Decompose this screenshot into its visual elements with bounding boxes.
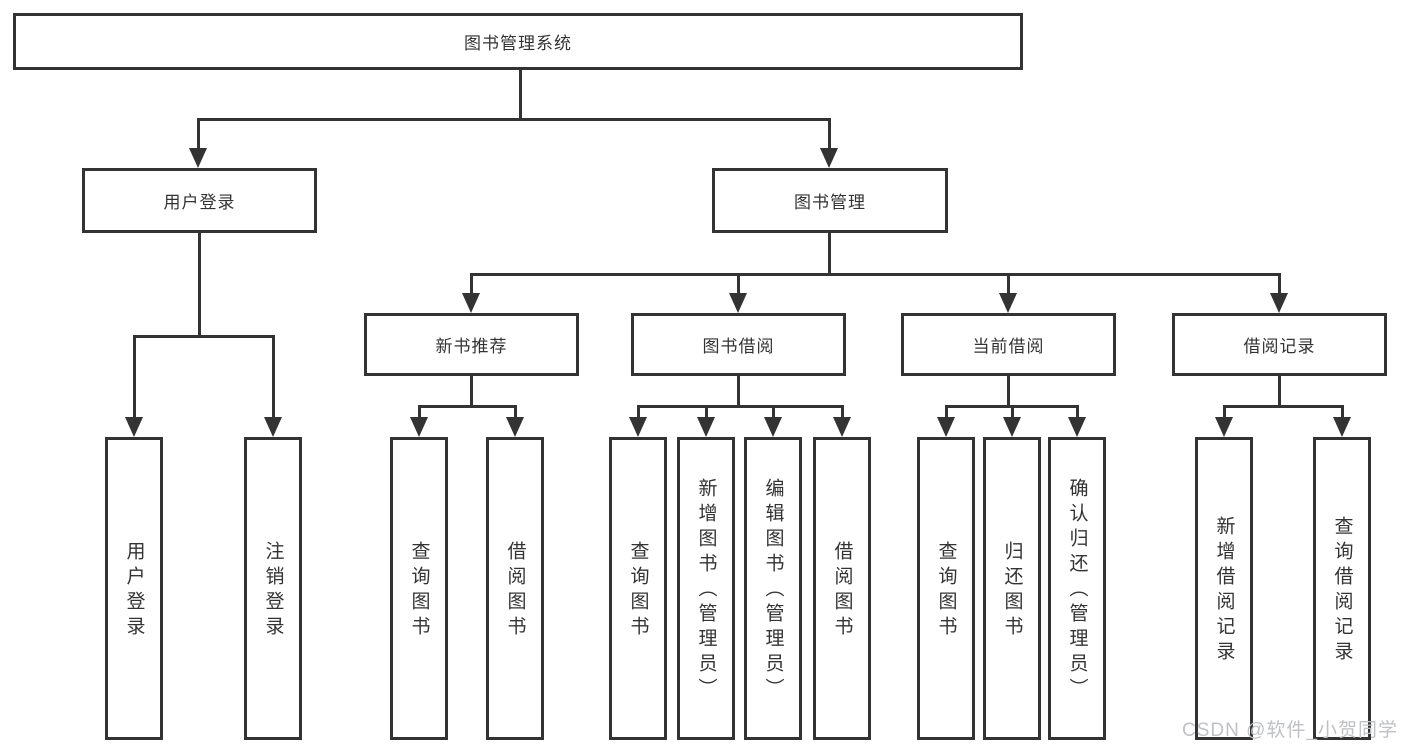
connector-user-login-branch-line bbox=[133, 335, 274, 338]
leaf-confirm-return-admin: 确认归还（管理员） bbox=[1048, 437, 1106, 740]
arrow-to-leaf-add-record bbox=[1215, 417, 1233, 437]
connector-stem-leaf-confirm-return bbox=[1076, 405, 1079, 419]
arrow-to-current-borrow bbox=[999, 293, 1017, 313]
arrow-to-book-borrow bbox=[729, 293, 747, 313]
connector-stem-new-book bbox=[470, 273, 473, 295]
leaf-logout: 注销登录 bbox=[244, 437, 302, 740]
arrow-to-logout-leaf bbox=[264, 417, 282, 437]
node-library-management-system: 图书管理系统 bbox=[13, 13, 1023, 70]
connector-book-borrow-drop-line bbox=[737, 376, 740, 405]
connector-book-borrow-branch-line bbox=[637, 405, 843, 408]
node-borrowing-records: 借阅记录 bbox=[1172, 313, 1387, 376]
connector-new-book-drop-line bbox=[470, 376, 473, 405]
arrow-to-leaf-query-books-3 bbox=[937, 417, 955, 437]
arrow-to-leaf-edit-books bbox=[764, 417, 782, 437]
connector-new-book-branch-line bbox=[418, 405, 516, 408]
leaf-edit-books-admin: 编辑图书（管理员） bbox=[744, 437, 802, 740]
connector-stem-leaf-query-books-2 bbox=[637, 405, 640, 419]
leaf-query-books-3: 查询图书 bbox=[917, 437, 975, 740]
leaf-add-books-admin: 新增图书（管理员） bbox=[677, 437, 735, 740]
connector-stem-leaf-add-record bbox=[1223, 405, 1226, 419]
connector-stem-current-borrow bbox=[1007, 273, 1010, 295]
arrow-to-book-management bbox=[820, 148, 838, 168]
arrow-to-leaf-borrow-books-1 bbox=[506, 417, 524, 437]
arrow-to-leaf-query-books-1 bbox=[410, 417, 428, 437]
connector-book-management-branch-line bbox=[470, 273, 1280, 276]
connector-stem-logout-leaf bbox=[272, 335, 275, 419]
node-book-borrowing: 图书借阅 bbox=[631, 313, 846, 376]
connector-stem-book-management bbox=[828, 118, 831, 150]
connector-stem-book-borrow bbox=[737, 273, 740, 295]
csdn-watermark: CSDN @软件_小贺同学 bbox=[1182, 720, 1398, 741]
connector-user-login-drop-line bbox=[198, 233, 201, 335]
connector-stem-borrow-records bbox=[1278, 273, 1281, 295]
arrow-to-leaf-confirm-return bbox=[1068, 417, 1086, 437]
connector-borrow-records-drop-line bbox=[1278, 376, 1281, 405]
connector-book-management-drop-line bbox=[828, 233, 831, 273]
arrow-to-leaf-borrow-books-2 bbox=[833, 417, 851, 437]
node-user-login-branch: 用户登录 bbox=[82, 168, 317, 233]
connector-stem-leaf-edit-books bbox=[772, 405, 775, 419]
connector-stem-leaf-query-record bbox=[1341, 405, 1344, 419]
connector-stem-leaf-borrow-books-2 bbox=[841, 405, 844, 419]
leaf-return-books: 归还图书 bbox=[983, 437, 1041, 740]
arrow-to-borrow-records bbox=[1270, 293, 1288, 313]
arrow-to-new-book bbox=[462, 293, 480, 313]
connector-root-branch-line bbox=[197, 118, 831, 121]
connector-stem-leaf-add-books bbox=[705, 405, 708, 419]
connector-stem-leaf-borrow-books-1 bbox=[514, 405, 517, 419]
leaf-query-books-2: 查询图书 bbox=[609, 437, 667, 740]
leaf-query-borrow-record: 查询借阅记录 bbox=[1313, 437, 1371, 740]
arrow-to-login-leaf bbox=[125, 417, 143, 437]
connector-stem-leaf-query-books-1 bbox=[418, 405, 421, 419]
connector-root-drop-line bbox=[519, 70, 522, 118]
leaf-query-books-1: 查询图书 bbox=[390, 437, 448, 740]
connector-borrow-records-branch-line bbox=[1223, 405, 1343, 408]
connector-stem-leaf-query-books-3 bbox=[945, 405, 948, 419]
arrow-to-leaf-add-books bbox=[697, 417, 715, 437]
arrow-to-user-login bbox=[189, 148, 207, 168]
arrow-to-leaf-query-books-2 bbox=[629, 417, 647, 437]
leaf-borrow-books-2: 借阅图书 bbox=[813, 437, 871, 740]
connector-stem-leaf-return-books bbox=[1011, 405, 1014, 419]
node-book-management-branch: 图书管理 bbox=[712, 168, 948, 233]
arrow-to-leaf-query-record bbox=[1333, 417, 1351, 437]
connector-current-borrow-drop-line bbox=[1007, 376, 1010, 405]
connector-stem-user-login bbox=[197, 118, 200, 150]
leaf-borrow-books-1: 借阅图书 bbox=[486, 437, 544, 740]
node-new-book-recommendation: 新书推荐 bbox=[364, 313, 579, 376]
arrow-to-leaf-return-books bbox=[1003, 417, 1021, 437]
leaf-user-login: 用户登录 bbox=[105, 437, 163, 740]
node-current-borrowing: 当前借阅 bbox=[901, 313, 1116, 376]
connector-stem-login-leaf bbox=[133, 335, 136, 419]
leaf-add-borrow-record: 新增借阅记录 bbox=[1195, 437, 1253, 740]
